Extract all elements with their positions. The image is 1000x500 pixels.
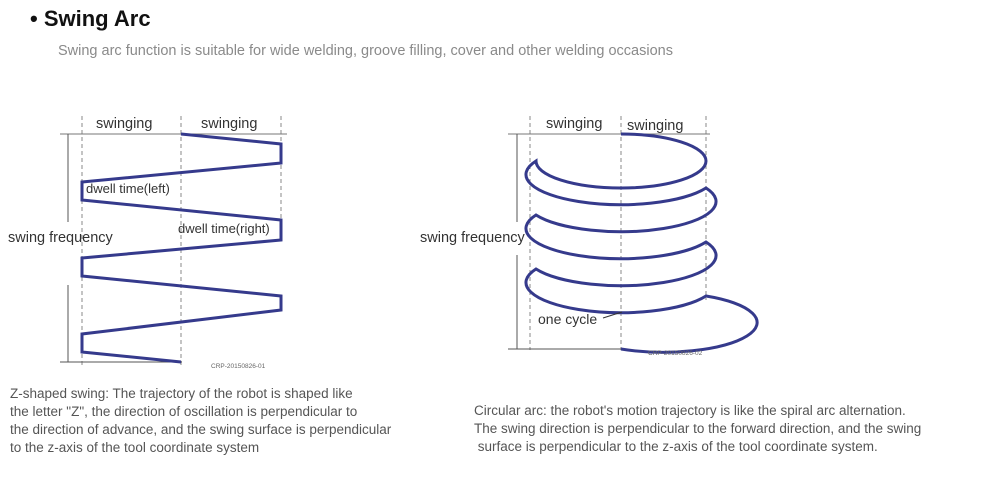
z-trajectory-line	[80, 132, 283, 364]
caption-line: to the z-axis of the tool coordinate sys…	[10, 440, 260, 455]
one-cycle-pointer	[602, 311, 623, 319]
caption-line: The swing direction is perpendicular to …	[474, 421, 922, 436]
figure-code-right: CRP-20150826-02	[648, 350, 703, 357]
caption-line: the direction of advance, and the swing …	[10, 422, 392, 437]
caption-line: Z-shaped swing: The trajectory of the ro…	[10, 386, 353, 401]
left-caption: Z-shaped swing: The trajectory of the ro…	[10, 385, 391, 457]
z-swing-diagram: swinging swinging dwell time(left) dwell…	[8, 116, 287, 370]
swinging-label-2: swinging	[627, 118, 683, 134]
swing-frequency-label: swing frequency	[420, 230, 526, 246]
figure-code-left: CRP-20150826-01	[211, 363, 266, 370]
circular-arc-diagram: swinging swinging swing frequency one cy…	[420, 116, 759, 357]
right-caption: Circular arc: the robot's motion traject…	[474, 402, 921, 456]
page-subtitle: Swing arc function is suitable for wide …	[58, 43, 673, 59]
swinging-label-1: swinging	[546, 116, 602, 132]
dwell-time-right-label: dwell time(right)	[178, 221, 270, 236]
page-title: • Swing Arc	[30, 6, 151, 31]
swinging-label-2: swinging	[201, 116, 257, 132]
caption-line: the letter "Z", the direction of oscilla…	[10, 404, 358, 419]
swing-frequency-label: swing frequency	[8, 230, 114, 246]
one-cycle-label: one cycle	[538, 311, 597, 327]
spiral-trajectory-line	[524, 132, 759, 354]
dwell-time-left-label: dwell time(left)	[86, 181, 170, 196]
caption-line: surface is perpendicular to the z-axis o…	[474, 439, 878, 454]
swinging-label-1: swinging	[96, 116, 152, 132]
caption-line: Circular arc: the robot's motion traject…	[474, 403, 906, 418]
